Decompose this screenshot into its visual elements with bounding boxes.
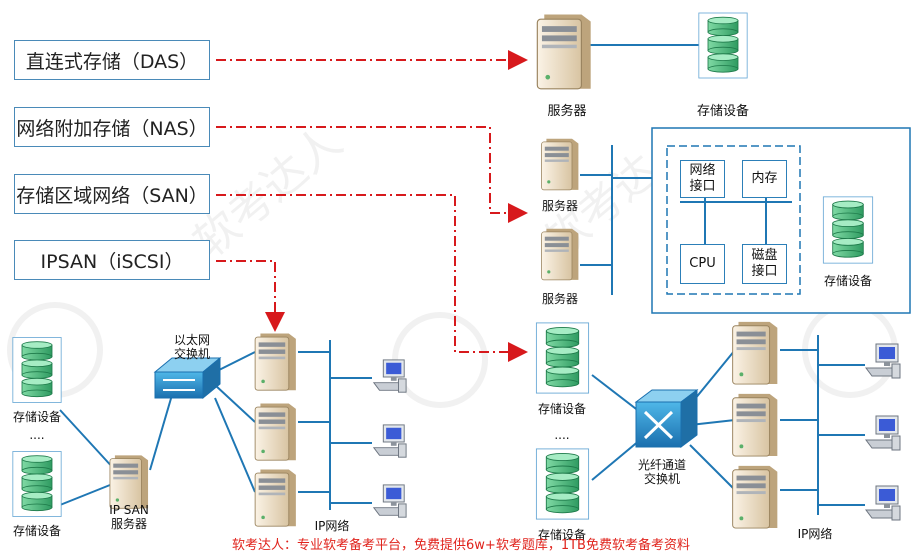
nas-memory: 内存 — [742, 160, 787, 198]
label-san: 存储区域网络（SAN） — [14, 174, 210, 214]
nas-net-interface: 网络 接口 — [680, 160, 725, 198]
fc-storage-icon-2 — [535, 448, 590, 520]
nas-storage-label: 存储设备 — [823, 274, 873, 288]
ethernet-switch-icon — [153, 356, 222, 400]
ipsan-pc-icon-1 — [373, 359, 407, 393]
ipsan-pc-icon-2 — [373, 424, 407, 458]
ipsan-ip-network-label: IP网络 — [314, 519, 350, 533]
ethernet-switch-label: 以太网 交换机 — [173, 333, 211, 361]
nas-server-icon-1 — [541, 138, 579, 191]
arrow-ipsan — [216, 260, 285, 332]
fc-switch-label: 光纤通道 交换机 — [637, 458, 687, 487]
nas-server-label-2: 服务器 — [541, 292, 579, 306]
connection-arrows — [216, 50, 528, 362]
das-storage-icon — [698, 12, 748, 79]
label-nas: 网络附加存储（NAS） — [14, 107, 210, 147]
fc-ip-network-label: IP网络 — [797, 527, 833, 541]
fc-switch-icon — [634, 389, 699, 448]
nas-storage-icon — [822, 196, 874, 264]
fc-server-icon-1 — [732, 321, 778, 385]
nas-controller-frame — [666, 145, 801, 295]
ipsan-host-server-1 — [254, 333, 297, 391]
fc-pc-icon-3 — [865, 485, 901, 521]
label-das: 直连式存储（DAS） — [14, 40, 210, 80]
fc-dots: .... — [554, 428, 570, 442]
ipsan-storage-label-2: 存储设备 — [12, 524, 62, 538]
footer-promo-text: 软考达人：专业软考备考平台，免费提供6w+软考题库，1TB免费软考备考资料 — [232, 538, 690, 553]
fc-storage-label-2: 存储设备 — [537, 528, 587, 542]
das-storage-label: 存储设备 — [696, 104, 750, 119]
label-ipsan: IPSAN（iSCSI） — [14, 240, 210, 280]
ipsan-host-server-3 — [254, 469, 297, 527]
fc-pc-icon-1 — [865, 343, 901, 379]
nas-server-label-1: 服务器 — [541, 199, 579, 213]
ipsan-dots: .... — [29, 428, 45, 442]
ipsan-server-icon — [109, 454, 149, 509]
das-server-label: 服务器 — [547, 104, 587, 119]
nas-server-icon-2 — [541, 228, 579, 281]
fc-server-icon-2 — [732, 393, 778, 457]
fc-storage-icon-1 — [535, 322, 590, 394]
ipsan-pc-icon-3 — [373, 484, 407, 518]
ipsan-storage-icon-2 — [12, 451, 62, 517]
fc-pc-icon-2 — [865, 415, 901, 451]
fc-storage-label-1: 存储设备 — [537, 402, 587, 416]
ipsan-server-label: IP SAN 服务器 — [109, 503, 149, 531]
fc-server-icon-3 — [732, 465, 778, 529]
das-server-icon — [536, 13, 592, 90]
ipsan-storage-icon-1 — [12, 337, 62, 403]
nas-cpu: CPU — [680, 244, 725, 284]
ipsan-host-server-2 — [254, 403, 297, 461]
ipsan-storage-label-1: 存储设备 — [12, 410, 62, 424]
nas-disk-interface: 磁盘 接口 — [742, 244, 787, 284]
